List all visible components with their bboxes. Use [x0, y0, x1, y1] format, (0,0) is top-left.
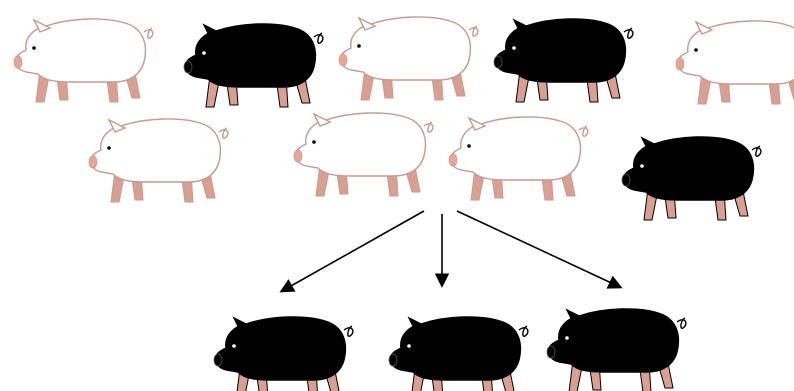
offspring-black-pig	[547, 309, 686, 391]
black-pig	[184, 24, 323, 107]
arrow-group	[282, 211, 620, 291]
white-pig	[339, 17, 478, 100]
offspring-black-pig	[214, 317, 353, 391]
white-pig	[294, 113, 433, 196]
black-pig	[494, 19, 633, 102]
parent-population	[14, 17, 794, 220]
offspring-black-pig	[389, 317, 528, 391]
arrow-down-right	[457, 211, 620, 287]
white-pig	[89, 119, 228, 202]
white-pig	[14, 19, 153, 102]
offspring-population	[214, 309, 686, 391]
white-pig	[449, 117, 588, 200]
arrow-down-left	[282, 211, 424, 291]
white-pig	[676, 21, 794, 104]
black-pig	[622, 137, 761, 220]
